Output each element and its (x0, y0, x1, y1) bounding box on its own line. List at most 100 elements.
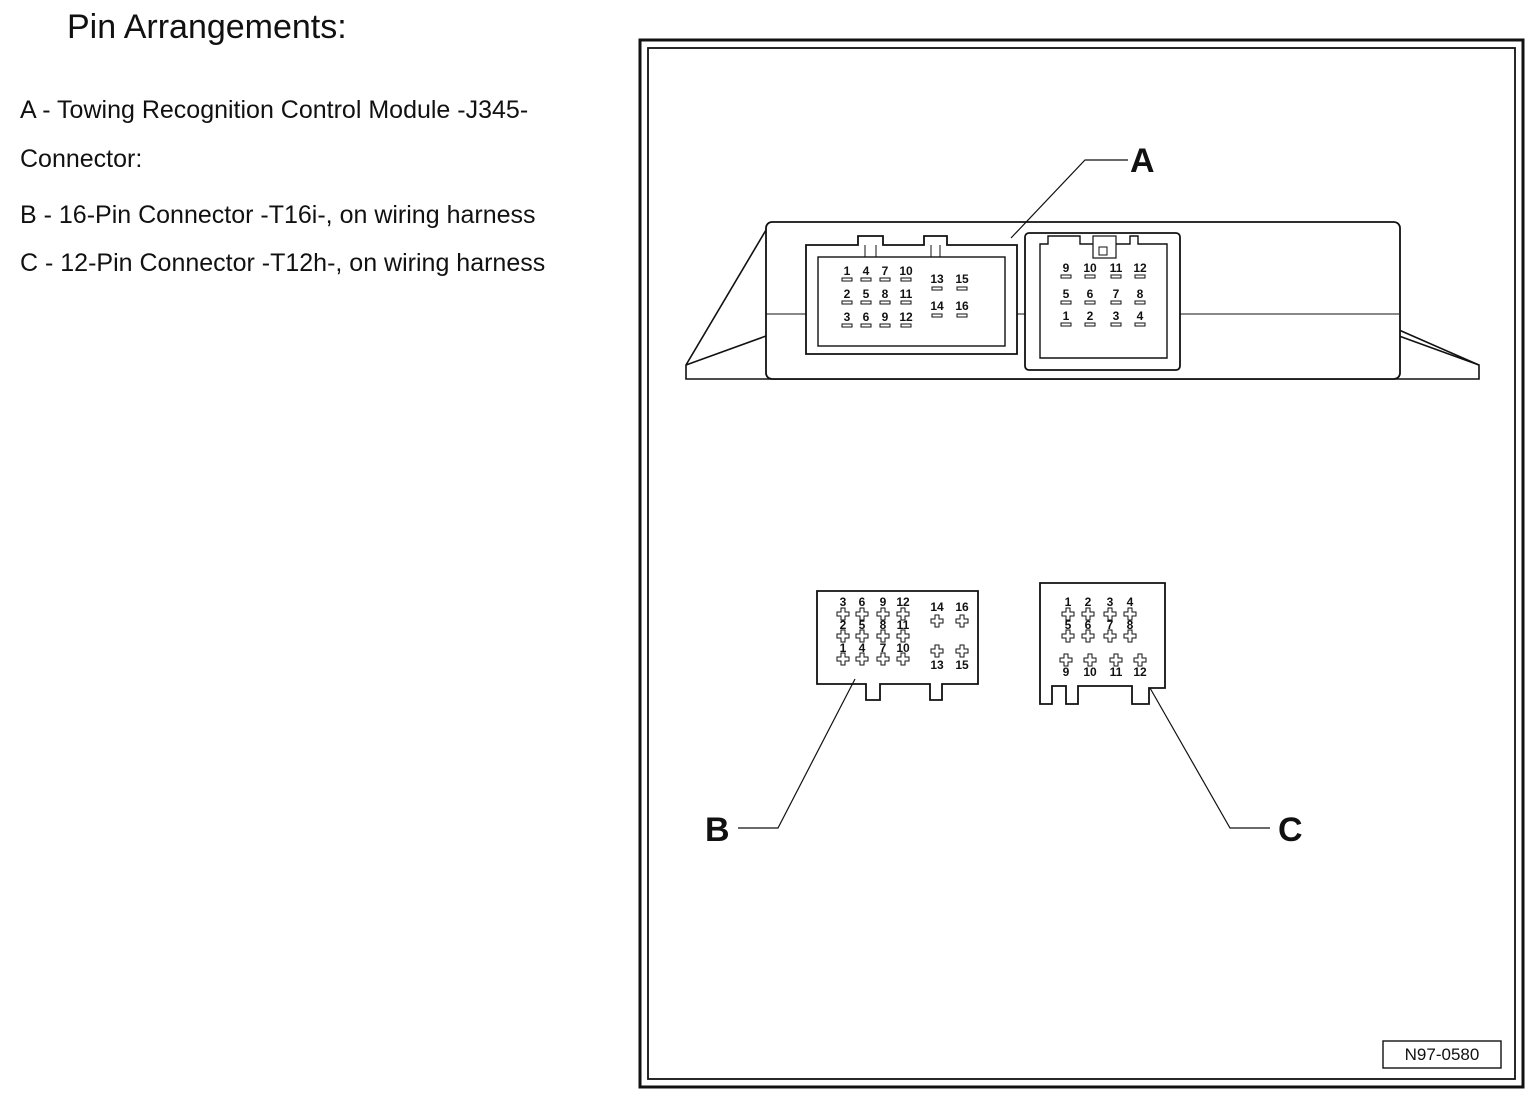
pin-contact (876, 607, 890, 621)
callout-line-a (1010, 159, 1128, 239)
pin-label: 11 (1110, 261, 1123, 275)
callout-line-b (738, 678, 856, 829)
pin-contact (1083, 653, 1097, 667)
pin-label: 6 (1087, 287, 1094, 301)
pin-contact (955, 614, 969, 628)
reference-box (1382, 1040, 1502, 1069)
pin-slot (1110, 300, 1122, 305)
pin-label: 10 (1083, 261, 1097, 275)
pin-slot (1060, 300, 1072, 305)
pin-label: 5 (859, 618, 866, 632)
pin-label: 9 (882, 310, 889, 324)
pin-label: 12 (896, 595, 910, 609)
pin-slot (1134, 322, 1146, 327)
frame-outer (638, 38, 1525, 1089)
reference-number: N97-0580 (1405, 1045, 1480, 1064)
pin-slot (1084, 322, 1096, 327)
pin-slot (860, 277, 872, 282)
pin-slot (879, 277, 891, 282)
pin-label: 3 (844, 310, 851, 324)
pin-slot (1134, 300, 1146, 305)
pin-label: 5 (1065, 618, 1072, 632)
callout-label-b: B (705, 811, 730, 849)
pin-label: 1 (1065, 595, 1072, 609)
pin-label: 4 (859, 641, 866, 655)
pin-label: 6 (863, 310, 870, 324)
pin-contact (836, 652, 850, 666)
pin-contact (930, 644, 944, 658)
pin-contact (896, 629, 910, 643)
pin-contact (855, 652, 869, 666)
pin-contact (876, 652, 890, 666)
pin-label: 7 (1107, 618, 1114, 632)
pin-label: 5 (1063, 287, 1070, 301)
pin-contact (1103, 629, 1117, 643)
pin-label: 7 (880, 641, 887, 655)
pin-label: 3 (1113, 309, 1120, 323)
pin-label: 8 (1127, 618, 1134, 632)
pin-slot (1084, 300, 1096, 305)
pin-slot (1134, 274, 1146, 279)
pin-contact (855, 607, 869, 621)
pin-label: 10 (896, 641, 910, 655)
pin-label: 16 (955, 600, 969, 614)
legend-item-a-connector: Connector: (20, 145, 143, 173)
pin-label: 14 (930, 299, 944, 313)
pin-contact (855, 629, 869, 643)
pin-slot (900, 277, 912, 282)
pin-contact (876, 629, 890, 643)
pin-contact (1081, 607, 1095, 621)
pin-label: 13 (930, 272, 944, 286)
pin-slot (956, 286, 968, 291)
pin-slot (1110, 274, 1122, 279)
pin-label: 11 (900, 287, 913, 301)
legend-item-a: A - Towing Recognition Control Module -J… (20, 96, 529, 124)
pin-label: 1 (840, 641, 847, 655)
pin-label: 7 (1113, 287, 1120, 301)
pin-contact (955, 644, 969, 658)
pin-slot (860, 300, 872, 305)
pin-contact (1059, 653, 1073, 667)
module-socket-12-pin (1024, 232, 1181, 371)
pin-label: 8 (880, 618, 887, 632)
pin-contact (1133, 653, 1147, 667)
pin-label: 15 (955, 272, 969, 286)
pin-label: 9 (1063, 261, 1070, 275)
pin-slot (841, 323, 853, 328)
pin-label: 13 (930, 658, 944, 672)
pin-label: 4 (1137, 309, 1144, 323)
pin-slot (900, 300, 912, 305)
pin-contact (1081, 629, 1095, 643)
pin-slot (860, 323, 872, 328)
pin-label: 6 (859, 595, 866, 609)
pin-label: 16 (955, 299, 969, 313)
legend-item-c: C - 12-Pin Connector -T12h-, on wiring h… (20, 249, 546, 277)
frame-inner (647, 47, 1516, 1080)
pin-slot (1084, 274, 1096, 279)
pin-label: 9 (880, 595, 887, 609)
pin-label: 5 (863, 287, 870, 301)
pin-label: 3 (1107, 595, 1114, 609)
pin-slot (841, 277, 853, 282)
pin-slot (1110, 322, 1122, 327)
pin-label: 4 (1127, 595, 1134, 609)
pin-label: 14 (930, 600, 944, 614)
pin-contact (1061, 629, 1075, 643)
pin-label: 10 (899, 264, 913, 278)
pin-label: 2 (1087, 309, 1094, 323)
pin-label: 11 (897, 618, 910, 632)
pin-label: 10 (1083, 665, 1097, 679)
pin-contact (896, 652, 910, 666)
pin-label: 11 (1110, 665, 1123, 679)
pin-label: 2 (844, 287, 851, 301)
pin-contact (1123, 607, 1137, 621)
pin-slot (879, 323, 891, 328)
pin-label: 6 (1085, 618, 1092, 632)
pin-contact (1061, 607, 1075, 621)
pin-slot (1060, 322, 1072, 327)
control-module-j345 (685, 221, 1480, 380)
